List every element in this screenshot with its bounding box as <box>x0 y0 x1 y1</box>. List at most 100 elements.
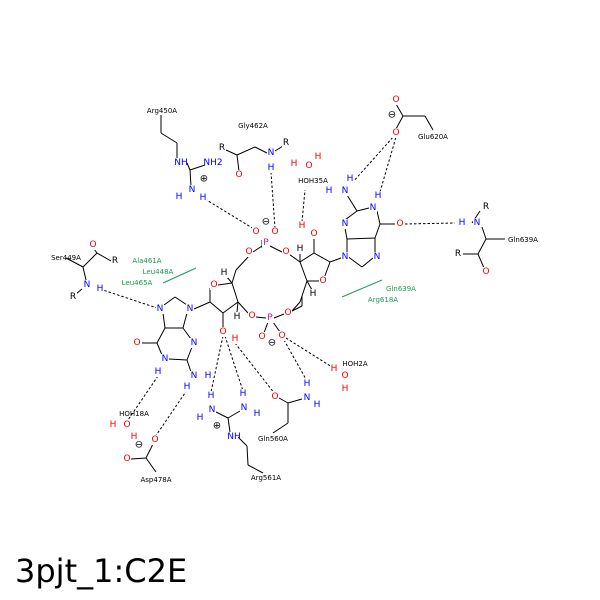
residue-label-arg561: Arg561A <box>251 474 281 482</box>
atom-label-bg <box>290 159 298 169</box>
atom-label: R <box>70 292 76 302</box>
atom-label-bg <box>305 161 313 171</box>
atom-label-bg <box>233 312 241 322</box>
atom-label-bg <box>262 217 270 227</box>
atom-label-bg <box>208 405 216 415</box>
bond <box>263 321 269 334</box>
bond <box>235 255 250 271</box>
bond <box>65 257 84 268</box>
atom-label-bg <box>130 432 138 442</box>
atom-label-bg <box>258 332 266 342</box>
atom-label: H <box>459 218 466 228</box>
atom-label-bg <box>330 364 338 374</box>
atom-label-bg <box>267 148 275 158</box>
atom-label-bg <box>388 110 396 120</box>
residue-label-hoh2: HOH2A <box>342 360 367 368</box>
residue-label-arg450: Arg450A <box>147 107 177 115</box>
bond <box>313 252 331 263</box>
bond <box>301 280 308 297</box>
atom-label: N <box>157 304 164 314</box>
atom-label-bg <box>177 158 185 168</box>
atom-label: N <box>84 280 91 290</box>
atom-label-bg <box>123 420 131 430</box>
hydrogen-bond <box>224 335 244 392</box>
bond <box>236 146 256 156</box>
hydrogen-bond <box>204 198 255 230</box>
atom-label: O <box>151 435 158 445</box>
atom-label: H <box>304 379 311 389</box>
bond <box>96 252 112 262</box>
bond <box>346 237 376 240</box>
atom-label-bg <box>314 152 322 162</box>
atom-label: H <box>155 367 162 377</box>
atom-label-bg <box>482 267 490 277</box>
atom-label-bg <box>313 400 321 410</box>
bond <box>299 261 308 282</box>
bond <box>227 417 231 433</box>
bond <box>272 422 289 434</box>
bond <box>231 269 237 284</box>
atom-label: N <box>268 148 275 158</box>
bond <box>299 295 303 303</box>
atom-label: H <box>375 191 382 201</box>
atom-label: R <box>455 249 461 259</box>
atom-label-bg <box>369 203 377 213</box>
atom-label-bg <box>454 249 462 259</box>
atom-label-bg <box>341 384 349 394</box>
atom-label: N <box>370 203 377 213</box>
bond <box>236 301 239 313</box>
atom-label: H <box>240 389 247 399</box>
atom-label-bg <box>303 379 311 389</box>
bond <box>247 464 264 474</box>
negative-charge-icon: ⊖ <box>268 338 276 349</box>
atom-label-bg <box>235 170 243 180</box>
atom-label: N <box>187 304 194 314</box>
atom-label-bg <box>83 280 91 290</box>
hydrogen-bond <box>283 339 308 382</box>
atom-label-bg <box>266 313 274 323</box>
atom-label-bg <box>267 163 275 173</box>
bond <box>361 257 374 268</box>
atom-label-bg <box>231 334 239 344</box>
atom-label-bg <box>319 276 327 286</box>
bond <box>274 145 284 152</box>
atom-label: H <box>221 268 228 278</box>
bond <box>160 132 178 144</box>
atom-label-bg <box>156 304 164 314</box>
bond <box>395 115 404 130</box>
hydrogen-bond <box>301 189 306 223</box>
atom-label: O <box>305 161 312 171</box>
bond <box>424 115 434 131</box>
atom-label: O <box>258 332 265 342</box>
bond <box>189 164 206 171</box>
atom-label-bg <box>220 268 228 278</box>
atom-label: H <box>315 152 322 162</box>
atom-label-bg <box>135 440 143 450</box>
bond <box>186 346 193 361</box>
atom-label: H <box>197 413 204 423</box>
bond <box>225 149 238 156</box>
atom-label-bg <box>298 221 306 231</box>
atom-label-bg <box>284 308 292 318</box>
bond <box>272 321 281 333</box>
atom-label-bg <box>392 128 400 138</box>
residue-label-hoh18: HOH18A <box>119 410 149 418</box>
atom-label-bg <box>271 227 279 237</box>
atom-label: O <box>235 170 242 180</box>
bond <box>145 443 154 459</box>
atom-label-bg <box>69 292 77 302</box>
atom-label: H <box>200 193 207 203</box>
hydrophobic-residue-label: Leu448A <box>143 268 174 276</box>
atom-label: N <box>374 252 381 262</box>
bond <box>215 411 229 419</box>
atom-label-bg <box>262 238 270 248</box>
bond <box>255 316 267 319</box>
atom-label: H <box>268 163 275 173</box>
residue-label-hoh35: HOH35A <box>298 177 328 185</box>
atom-label: O <box>396 219 403 229</box>
bond <box>156 342 163 356</box>
atom-label-bg <box>133 338 141 348</box>
bond <box>287 398 303 404</box>
atom-label: O <box>219 327 226 337</box>
